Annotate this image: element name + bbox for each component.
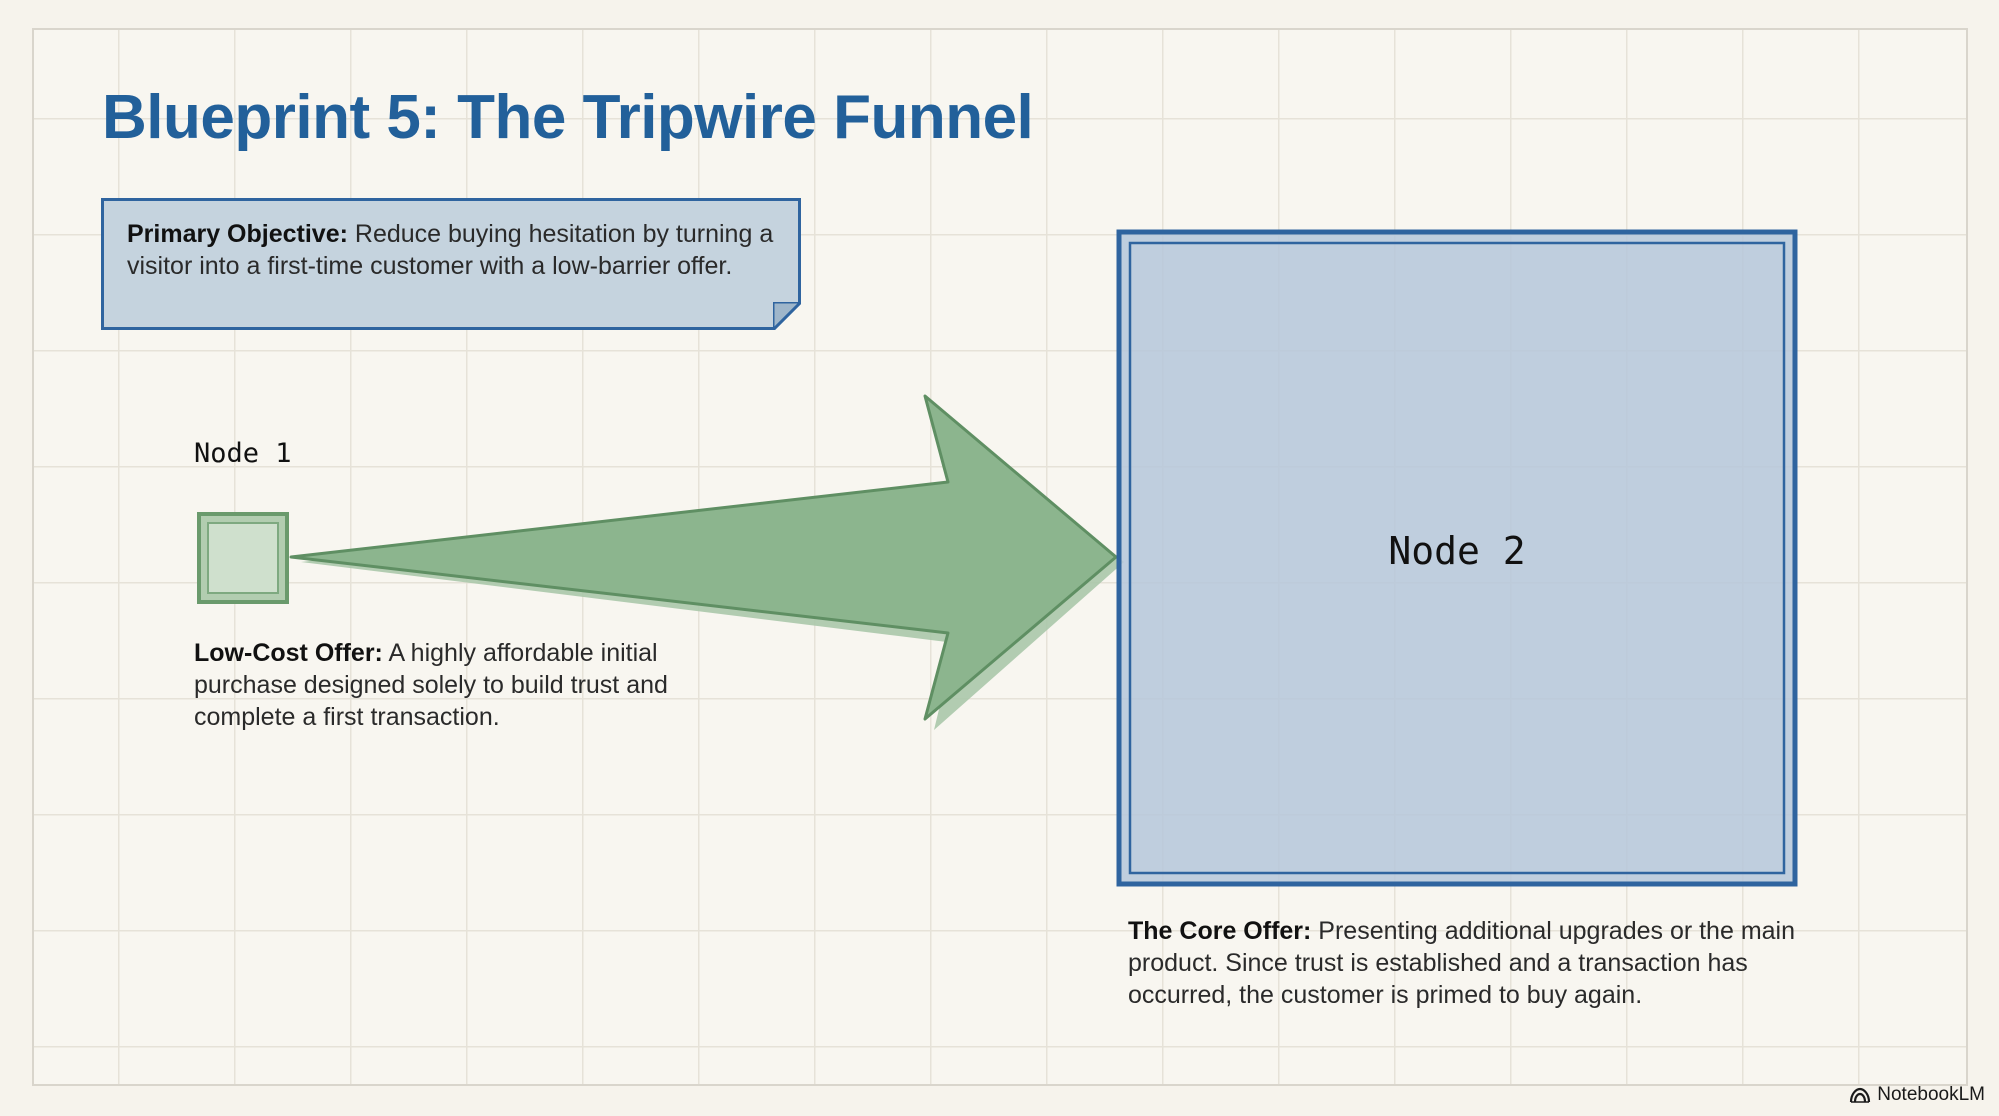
node1-description: Low-Cost Offer: A highly affordable init…: [194, 637, 674, 733]
node1-desc-label: Low-Cost Offer:: [194, 639, 383, 667]
brand-watermark: NotebookLM: [1849, 1084, 1985, 1106]
node2-label: Node 2: [1388, 529, 1526, 573]
node2-desc-label: The Core Offer:: [1128, 917, 1312, 945]
node2-description: The Core Offer: Presenting additional up…: [1128, 915, 1848, 1011]
objective-text: Reduce buying hesitation by turning a vi…: [127, 220, 774, 280]
objective-label: Primary Objective:: [127, 220, 348, 248]
notebooklm-logo-icon: [1850, 1087, 1871, 1103]
node2-desc-text: Presenting additional upgrades or the ma…: [1128, 917, 1796, 1009]
objective-note: Primary Objective: Reduce buying hesitat…: [101, 198, 801, 330]
node1-label: Node 1: [194, 438, 292, 469]
node1-desc-text: A highly affordable initial purchase des…: [194, 639, 668, 731]
brand-name: NotebookLM: [1877, 1084, 1985, 1105]
page-title: Blueprint 5: The Tripwire Funnel: [102, 83, 1034, 152]
node2-square: [1116, 229, 1798, 887]
page-fold-icon: [773, 302, 801, 330]
node1-square: [197, 512, 289, 604]
